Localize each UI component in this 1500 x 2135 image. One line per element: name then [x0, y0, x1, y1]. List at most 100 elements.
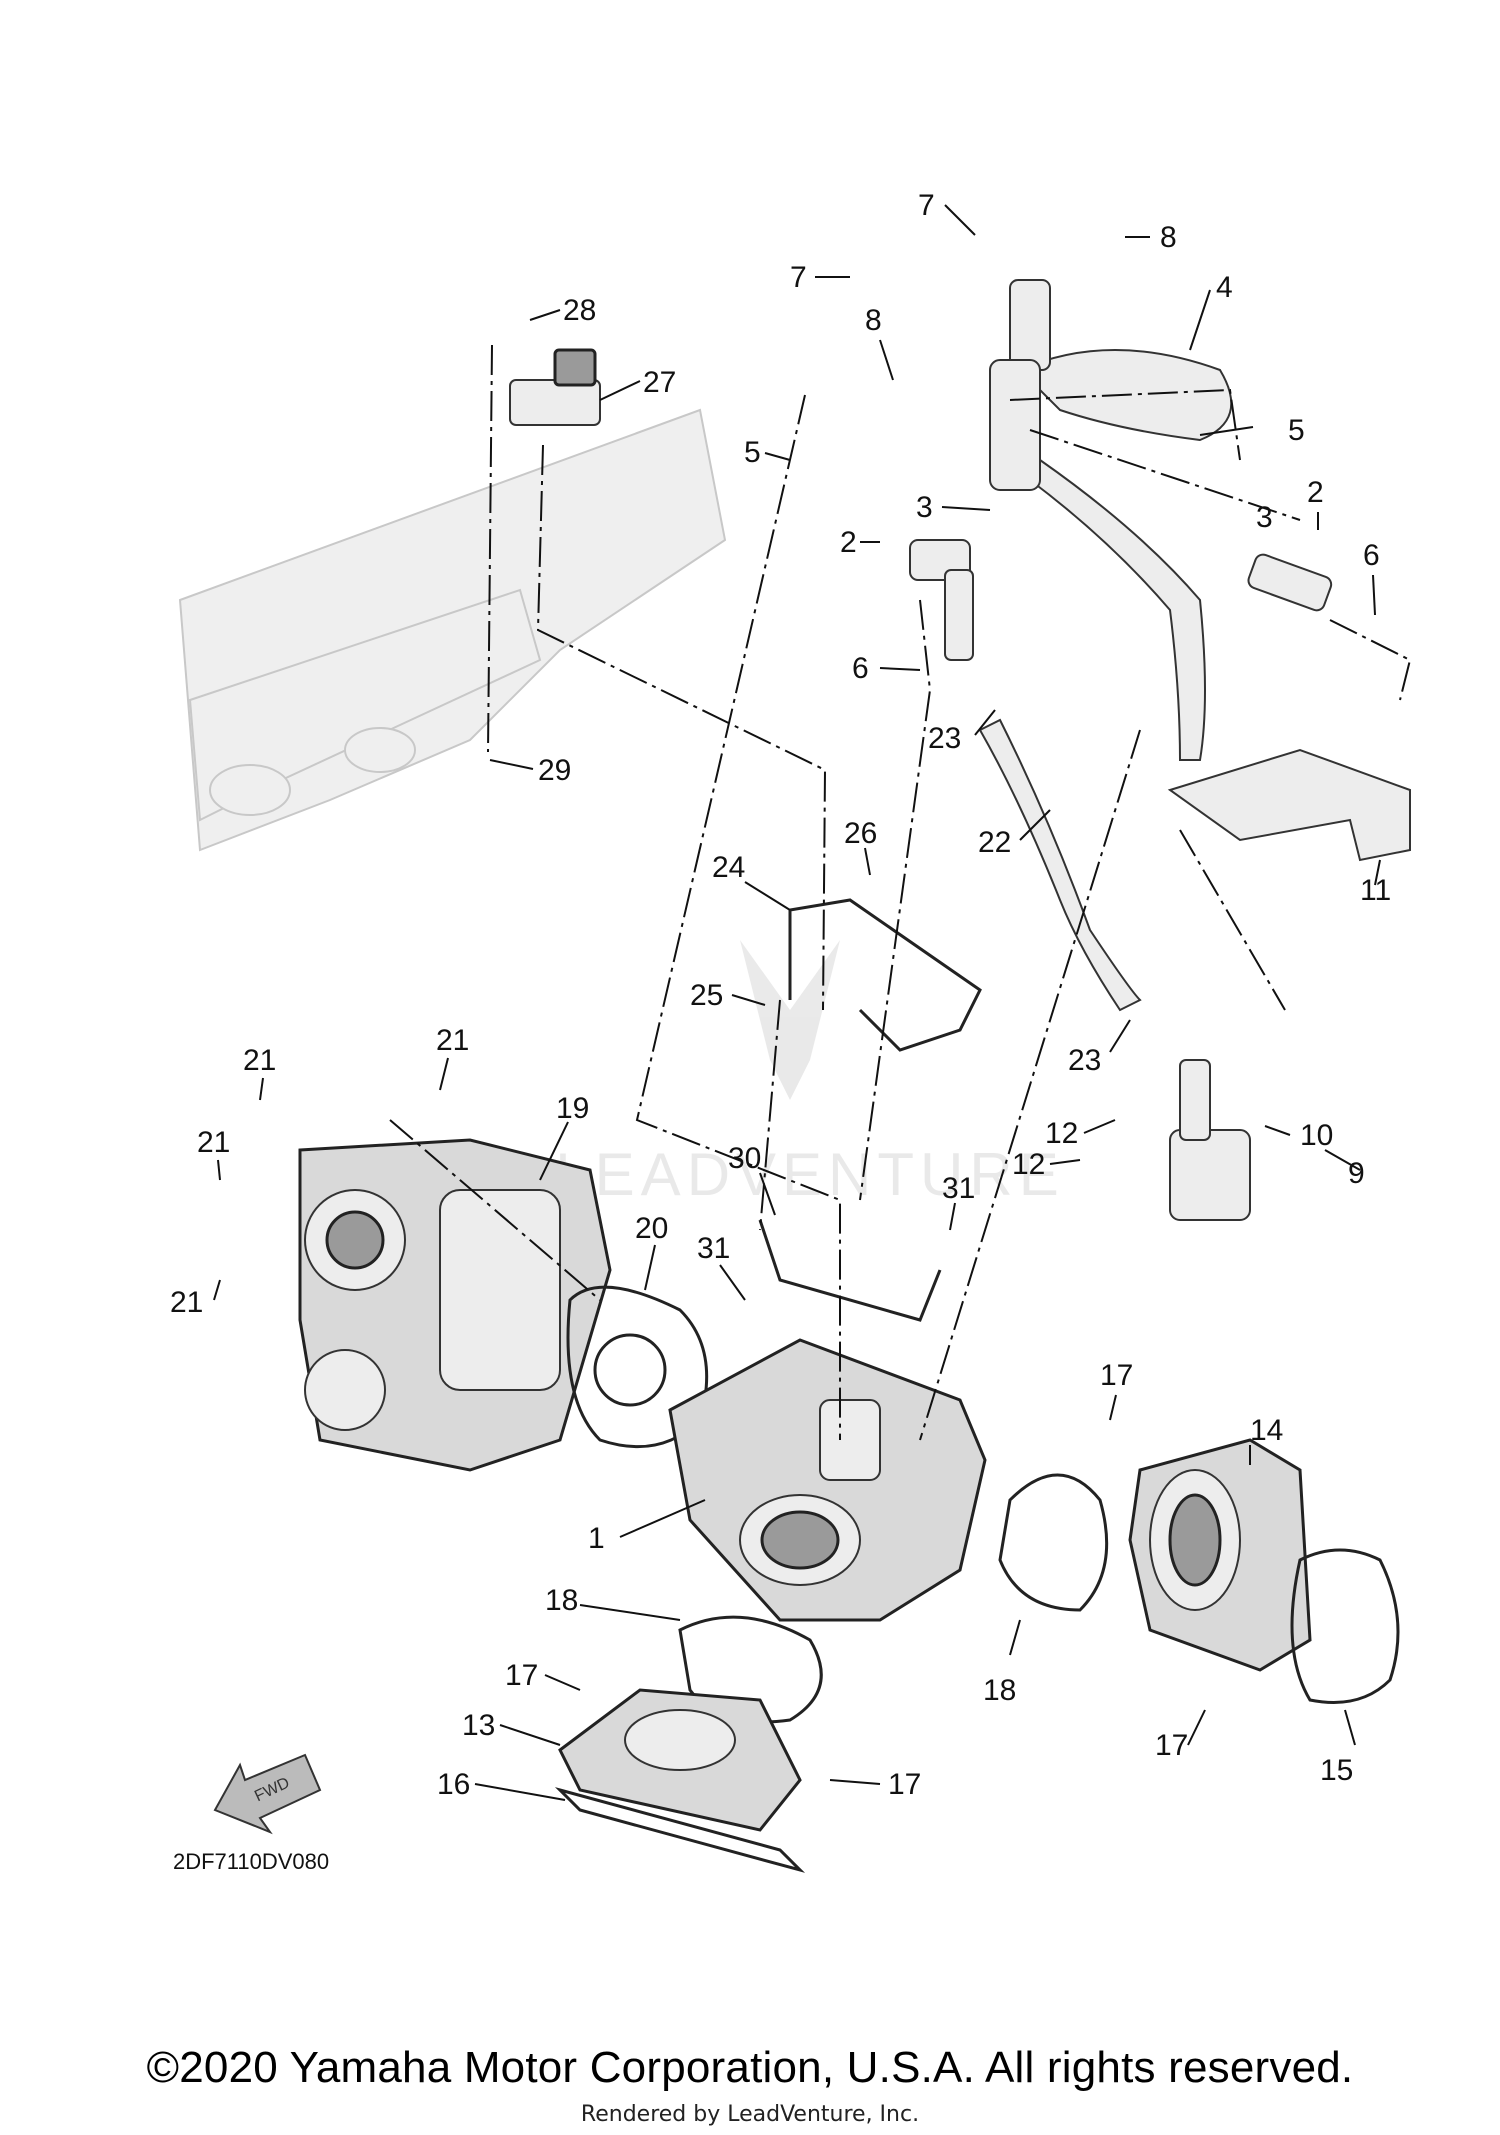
svg-text:22: 22 [978, 826, 1011, 859]
svg-text:17: 17 [505, 1659, 538, 1692]
bracket-11 [1167, 748, 1411, 862]
callout-14: 14 [1249, 1414, 1283, 1465]
injector-2-left [909, 539, 974, 661]
callout-31: 31 [942, 1172, 975, 1231]
intake-joint-14 [1128, 1438, 1312, 1672]
callout-2: 2 [1307, 476, 1324, 530]
callout-3: 3 [916, 491, 991, 524]
svg-text:6: 6 [1363, 539, 1380, 572]
svg-text:24: 24 [712, 851, 745, 884]
intake-joint-body [668, 1338, 987, 1622]
svg-text:7: 7 [790, 261, 807, 294]
gasket-16 [554, 1787, 806, 1873]
fwd-arrow-icon: FWD [213, 1753, 322, 1835]
svg-text:14: 14 [1250, 1414, 1283, 1447]
watermark-logo: LEADVENTURE [555, 940, 1064, 1208]
svg-text:28: 28 [563, 294, 596, 327]
callout-4: 4 [1189, 271, 1233, 351]
callout-3: 3 [1256, 501, 1273, 534]
drawing-code: 2DF7110DV080 [173, 1849, 329, 1874]
throttle-body [298, 1138, 612, 1472]
callout-7: 7 [790, 261, 850, 294]
callout-20: 20 [635, 1212, 668, 1291]
callout-17: 17 [1155, 1709, 1206, 1762]
svg-text:18: 18 [983, 1674, 1016, 1707]
callout-23: 23 [928, 709, 996, 755]
callout-24: 24 [712, 851, 791, 911]
svg-text:26: 26 [844, 817, 877, 850]
svg-text:23: 23 [1068, 1044, 1101, 1077]
callout-9: 9 [1324, 1149, 1365, 1190]
svg-text:3: 3 [916, 491, 933, 524]
callout-12: 12 [1045, 1117, 1116, 1150]
svg-text:4: 4 [1216, 271, 1233, 304]
svg-text:2: 2 [840, 526, 857, 559]
callout-23: 23 [1068, 1019, 1131, 1077]
svg-text:17: 17 [1100, 1359, 1133, 1392]
callout-30: 30 [728, 1142, 776, 1216]
svg-text:9: 9 [1348, 1157, 1365, 1190]
svg-text:5: 5 [1288, 414, 1305, 447]
svg-text:31: 31 [942, 1172, 975, 1205]
callout-21: 21 [436, 1024, 469, 1091]
watermark-text: LEADVENTURE [555, 1141, 1064, 1208]
clamp-18-right [998, 1473, 1109, 1612]
callout-29: 29 [489, 754, 571, 787]
svg-text:12: 12 [1045, 1117, 1078, 1150]
callout-1: 1 [588, 1499, 706, 1555]
callout-7: 7 [918, 189, 976, 236]
assembly-lines [389, 344, 1412, 1441]
svg-text:13: 13 [462, 1709, 495, 1742]
hose-22 [978, 718, 1142, 1012]
fuel-rail-assembly [989, 279, 1051, 491]
svg-text:11: 11 [1360, 874, 1391, 907]
svg-text:21: 21 [243, 1044, 276, 1077]
callout-18: 18 [545, 1584, 681, 1621]
svg-text:7: 7 [918, 189, 935, 222]
callout-6: 6 [1363, 539, 1380, 616]
svg-text:12: 12 [1012, 1148, 1045, 1181]
svg-text:15: 15 [1320, 1754, 1353, 1787]
svg-text:17: 17 [888, 1768, 921, 1801]
callout-27: 27 [599, 366, 676, 401]
svg-text:20: 20 [635, 1212, 668, 1245]
pressure-regulator-9 [1169, 1059, 1251, 1221]
svg-text:8: 8 [1160, 221, 1177, 254]
callout-15: 15 [1320, 1709, 1356, 1787]
hose-30 [758, 1219, 942, 1322]
callout-17: 17 [1100, 1359, 1133, 1421]
svg-text:29: 29 [538, 754, 571, 787]
hose-4 [1018, 349, 1233, 761]
callout-11: 11 [1360, 859, 1391, 907]
svg-text:18: 18 [545, 1584, 578, 1617]
svg-text:25: 25 [690, 979, 723, 1012]
callout-28: 28 [529, 294, 596, 327]
callout-6: 6 [852, 652, 921, 685]
copyright-notice: ©2020 Yamaha Motor Corporation, U.S.A. A… [146, 2043, 1354, 2092]
svg-text:1: 1 [588, 1522, 605, 1555]
svg-text:16: 16 [437, 1768, 470, 1801]
callouts: 1 2 2 3 3 4 5 5 6 6 7 7 8 8 9 10 11 12 1… [170, 189, 1391, 1801]
engine-ghost-background [178, 408, 727, 852]
svg-text:17: 17 [1155, 1729, 1188, 1762]
callout-12: 12 [1012, 1148, 1081, 1181]
callout-19: 19 [539, 1092, 589, 1181]
rendered-by-notice: Rendered by LeadVenture, Inc. [580, 2102, 920, 2127]
svg-text:21: 21 [170, 1286, 203, 1319]
callout-13: 13 [462, 1709, 561, 1746]
callout-10: 10 [1264, 1119, 1333, 1152]
callout-16: 16 [437, 1768, 566, 1801]
gasket-15 [1290, 1548, 1400, 1704]
callout-21: 21 [197, 1126, 230, 1181]
svg-text:8: 8 [865, 304, 882, 337]
svg-text:21: 21 [197, 1126, 230, 1159]
injector-2-right [1247, 553, 1333, 612]
callout-22: 22 [978, 809, 1051, 859]
callout-21: 21 [243, 1044, 276, 1101]
sensor-27 [509, 348, 601, 426]
callout-5: 5 [744, 436, 791, 469]
svg-text:2: 2 [1307, 476, 1324, 509]
svg-text:30: 30 [728, 1142, 761, 1175]
callout-31: 31 [697, 1232, 746, 1301]
